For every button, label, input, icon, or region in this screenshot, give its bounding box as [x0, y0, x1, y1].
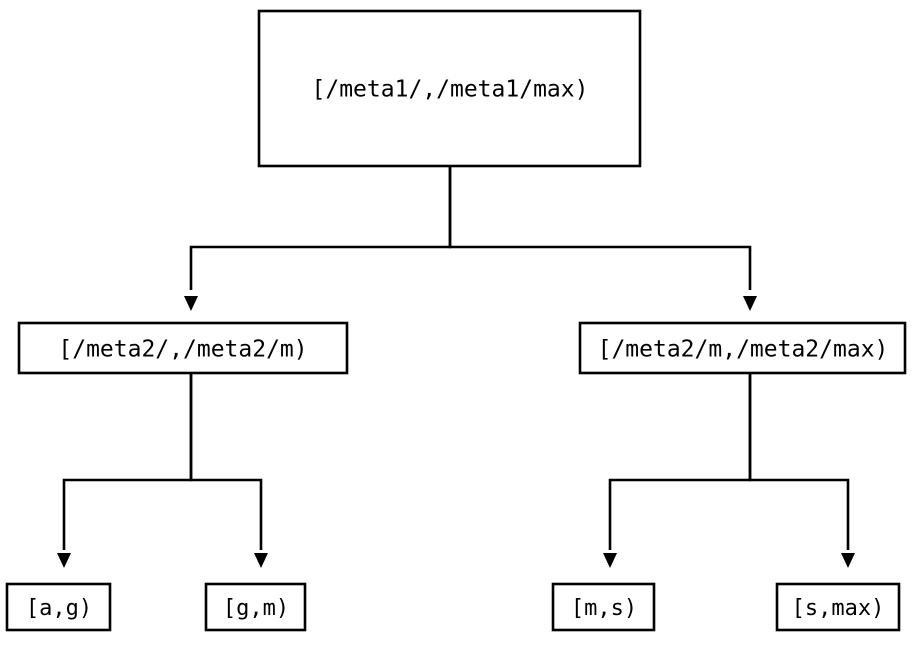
arrowhead-icon [743, 296, 757, 311]
arrowhead-icon [184, 296, 198, 311]
edge-left-branch-to-leaf-g-m [189, 373, 268, 568]
arrowhead-icon [841, 553, 855, 568]
node-leaf-a-g-label: [a,g) [26, 596, 92, 621]
edge-right-branch-to-leaf-m-s [603, 373, 752, 568]
edge-left-branch-to-leaf-a-g [57, 373, 193, 568]
arrowhead-icon [603, 553, 617, 568]
node-left-branch-label: [/meta2/,/meta2/m) [58, 337, 307, 363]
node-root[interactable]: [/meta1/,/meta1/max) [257, 9, 642, 168]
edge-root-to-right-branch [448, 166, 757, 311]
node-left-branch[interactable]: [/meta2/,/meta2/m) [17, 321, 349, 375]
edge-root-to-left-branch [184, 166, 452, 311]
node-right-branch-label: [/meta2/m,/meta2/max) [598, 337, 889, 363]
edge-right-branch-to-leaf-s-max [748, 373, 855, 568]
arrowhead-icon [254, 553, 268, 568]
node-leaf-m-s-label: [m,s) [571, 596, 637, 621]
node-leaf-s-max[interactable]: [s,max) [775, 582, 901, 632]
node-root-label: [/meta1/,/meta1/max) [312, 77, 589, 103]
node-leaf-s-max-label: [s,max) [792, 596, 885, 621]
node-right-branch[interactable]: [/meta2/m,/meta2/max) [578, 321, 907, 375]
arrowhead-icon [57, 553, 71, 568]
node-leaf-m-s[interactable]: [m,s) [551, 582, 656, 632]
node-leaf-a-g[interactable]: [a,g) [5, 582, 112, 632]
node-leaf-g-m[interactable]: [g,m) [204, 582, 307, 632]
node-leaf-g-m-label: [g,m) [223, 596, 289, 621]
